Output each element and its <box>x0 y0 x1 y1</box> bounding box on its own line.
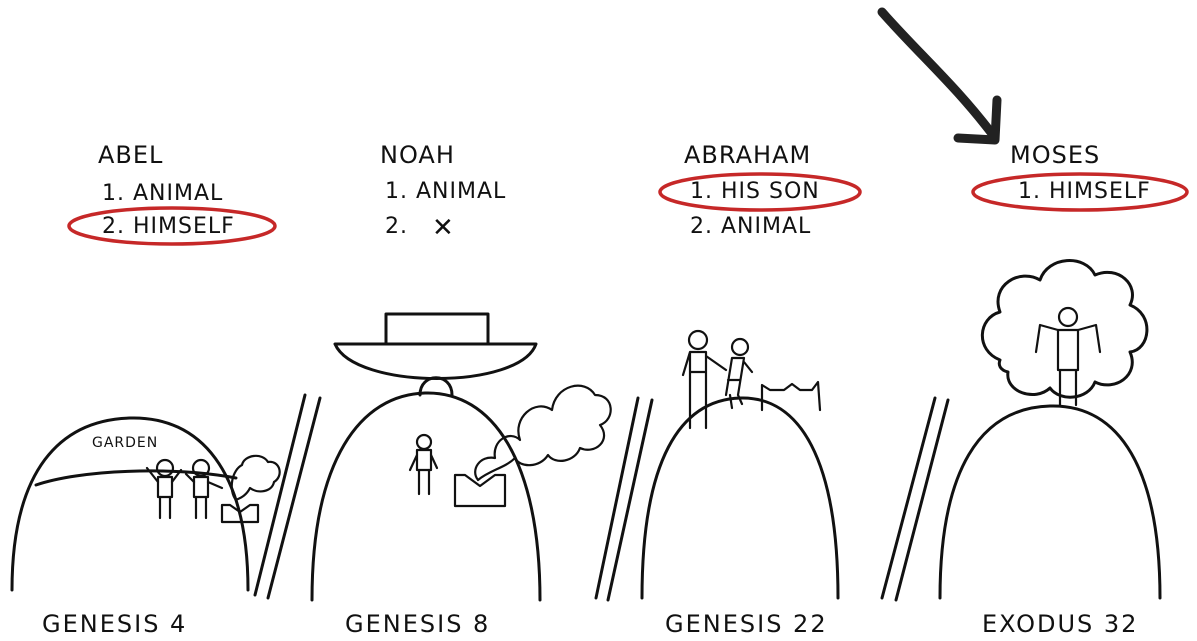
list-item: 2. ANIMAL <box>690 214 811 239</box>
column-name: NOAH <box>380 141 455 169</box>
arrow-pointer <box>882 12 997 140</box>
hill <box>940 406 1160 598</box>
reference-label: GENESIS 22 <box>665 610 828 638</box>
column-name: MOSES <box>1010 141 1100 169</box>
scene-label: GARDEN <box>92 435 158 451</box>
list-item: 2. <box>385 214 408 239</box>
reference-label: EXODUS 32 <box>982 610 1138 638</box>
list-item: 1. HIMSELF <box>1018 179 1151 204</box>
list-item: 1. ANIMAL <box>385 179 506 204</box>
x-mark: ✕ <box>432 213 455 243</box>
altar-icon <box>762 382 820 410</box>
column-name: ABRAHAM <box>684 141 811 169</box>
eve-figure <box>186 460 222 518</box>
noah-figure <box>410 435 437 494</box>
adam-figure <box>147 460 181 518</box>
reference-label: GENESIS 8 <box>345 610 490 638</box>
altar-icon <box>455 386 611 506</box>
column-noah: NOAH 1. ANIMAL 2. ✕ <box>312 141 611 600</box>
column-moses: MOSES 1. HIMSELF <box>940 141 1187 598</box>
column-abraham: ABRAHAM 1. HIS SON 2. ANIMAL <box>642 141 860 598</box>
cloud-icon <box>982 261 1147 398</box>
list-item: 2. HIMSELF <box>102 214 235 239</box>
hill <box>642 398 838 598</box>
divider <box>882 398 948 600</box>
altar-icon <box>222 456 280 522</box>
column-abel: ABEL 1. ANIMAL 2. HIMSELF GARDEN <box>12 141 280 590</box>
reference-label: GENESIS 4 <box>42 610 187 638</box>
abraham-figure <box>683 331 726 428</box>
list-item: 1. HIS SON <box>690 179 820 204</box>
divider <box>255 395 320 598</box>
list-item: 1. ANIMAL <box>102 181 223 206</box>
column-name: ABEL <box>98 141 163 169</box>
ark-icon <box>335 314 536 395</box>
